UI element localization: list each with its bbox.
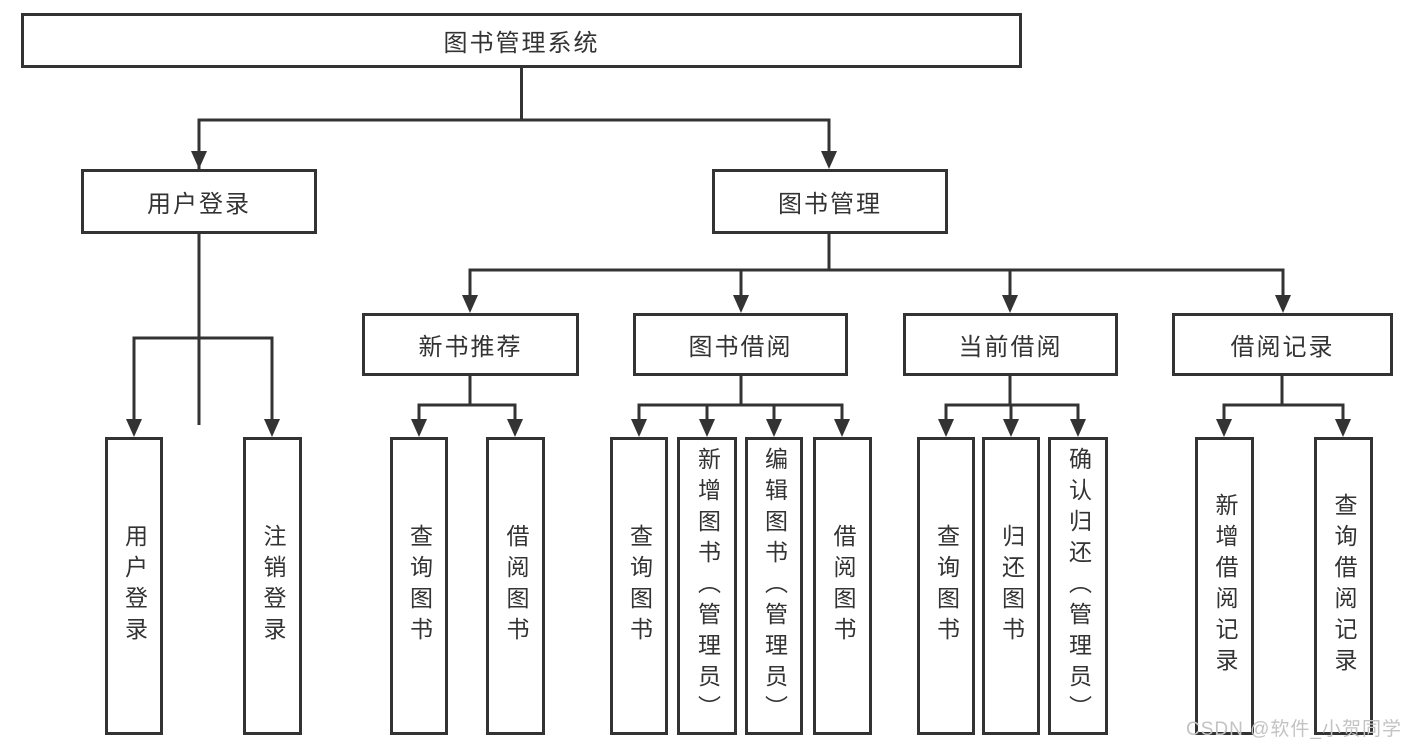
node-borrowing-records: 借阅记录: [1172, 313, 1393, 376]
leaf-logout: 注销登录: [243, 437, 302, 735]
leaf-cb-return-books: 归还图书: [982, 437, 1040, 735]
connector-borrow-records-children: [1222, 376, 1345, 423]
leaf-bb-add-books-admin: 新增图书（管理员）: [677, 437, 737, 735]
leaf-nbr-query-books: 查询图书: [390, 437, 448, 735]
connector-current-borrow-children: [944, 376, 1080, 423]
node-book-management: 图书管理: [712, 169, 948, 234]
connector-user-login-children: [132, 234, 274, 423]
leaf-br-query-record: 查询借阅记录: [1314, 437, 1373, 735]
connector-book-borrow-children: [637, 376, 844, 423]
leaf-br-add-record: 新增借阅记录: [1195, 437, 1254, 735]
leaf-bb-query-books: 查询图书: [610, 437, 668, 735]
node-user-login: 用户登录: [81, 169, 317, 234]
leaf-bb-edit-books-admin: 编辑图书（管理员）: [745, 437, 803, 735]
leaf-cb-confirm-return-admin: 确认归还（管理员）: [1048, 437, 1108, 735]
arrowheads-user-login-children: [126, 419, 280, 437]
leaf-user-login: 用户登录: [105, 437, 163, 735]
node-current-borrowing: 当前借阅: [903, 313, 1118, 376]
node-new-book-recommendation: 新书推荐: [362, 313, 579, 376]
leaf-bb-borrow-books: 借阅图书: [813, 437, 872, 735]
connector-new-book-rec-children: [417, 376, 517, 423]
arrowheads-book-mgmt-children: [462, 295, 1291, 313]
leaf-cb-query-books: 查询图书: [917, 437, 975, 735]
arrowheads-root-to-level2: [191, 151, 837, 169]
leaf-nbr-borrow-books: 借阅图书: [486, 437, 545, 735]
node-library-management-system: 图书管理系统: [21, 13, 1022, 68]
arrowheads-borrow-records-children: [1216, 419, 1351, 437]
arrowheads-book-borrow-children: [631, 419, 850, 437]
connector-book-mgmt-children: [468, 234, 1285, 299]
arrowheads-current-borrow-children: [938, 419, 1086, 437]
csdn-watermark: CSDN @软件_小贺同学: [1186, 719, 1402, 740]
node-book-borrowing: 图书借阅: [633, 313, 848, 376]
arrowheads-new-book-rec-children: [411, 419, 523, 437]
connector-root-to-level2: [197, 68, 831, 425]
